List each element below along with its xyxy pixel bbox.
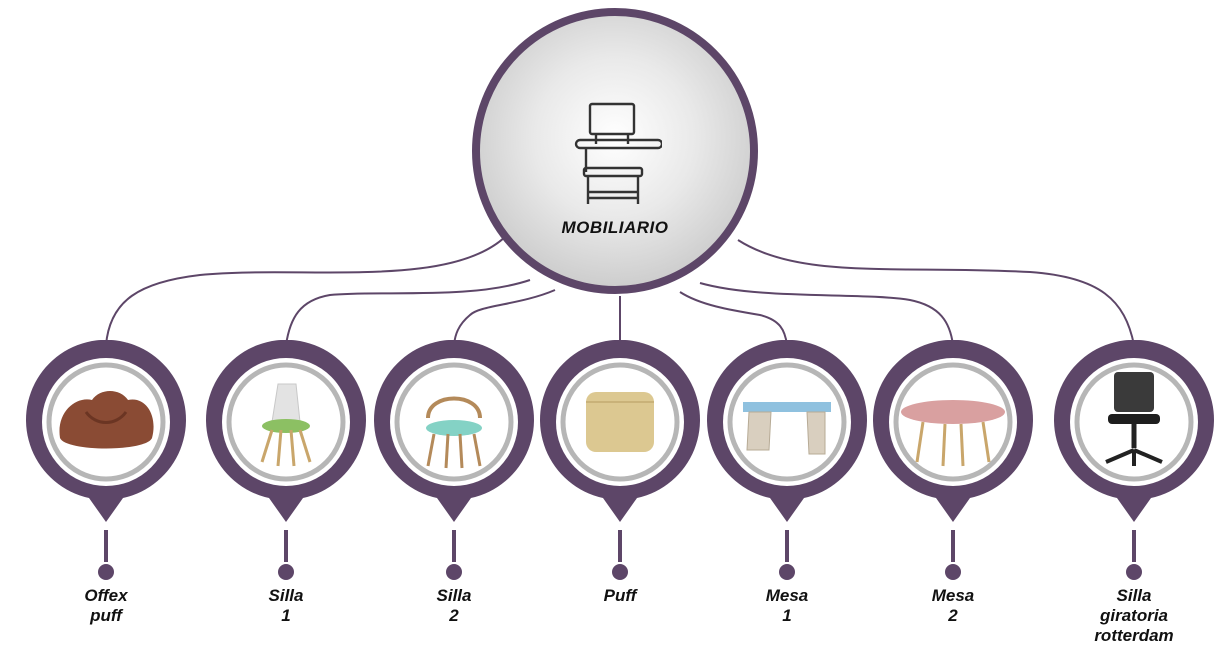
item-label-line: 2 [948,606,958,625]
item-stem [452,530,456,562]
item-pin [707,340,867,522]
item-pin [873,340,1033,522]
school-desk-chair-icon [574,102,662,204]
item-stem [951,530,955,562]
item-pin [206,340,366,522]
connector-mesa-1 [679,291,788,346]
item-pin [374,340,534,522]
item-label-line: 2 [449,606,459,625]
wooden-chair-icon [426,396,482,469]
item-dot [98,564,114,580]
bean-bag-icon [59,391,154,449]
office-swivel-chair-icon [1105,372,1163,466]
item-dot [612,564,628,580]
item-stem [1132,530,1136,562]
hub-node[interactable]: MOBILIARIO [472,8,758,294]
item-label: Puff [517,586,723,606]
item-stem [104,530,108,562]
item-label-line: Mesa [931,586,975,605]
item-label-line: giratoria [1099,606,1169,625]
item-pin [1054,340,1214,522]
item-dot [1126,564,1142,580]
item-label-line: puff [90,606,122,625]
item-stem [618,530,622,562]
connector-silla-1 [285,279,531,346]
desk-icon [743,402,831,455]
item-pin [540,340,700,522]
ottoman-pouf-icon [586,392,654,452]
hub-title: MOBILIARIO [561,218,669,237]
item-label-line: Offex [84,586,128,605]
item-node-puff[interactable]: Puff [537,340,703,605]
item-stem [785,530,789,562]
connector-mesa-2 [699,282,954,346]
item-dot [779,564,795,580]
item-label-line: Silla [1116,586,1152,605]
item-label-line: Puff [603,586,637,605]
item-label-line: 1 [281,606,291,625]
item-stem [284,530,288,562]
item-label-line: Silla [436,586,472,605]
item-dot [278,564,294,580]
item-label-line: Mesa [765,586,809,605]
connector-silla-2 [453,289,556,346]
item-label-line: 1 [782,606,792,625]
round-table-icon [901,400,1005,467]
item-dot [945,564,961,580]
tulip-chair-icon [260,383,312,467]
item-label-line: Silla [268,586,304,605]
connector-silla-giratoria-rotterdam [737,239,1135,346]
item-label-line: rotterdam [1094,626,1174,645]
item-dot [446,564,462,580]
connector-offex-puff [105,235,507,346]
item-pin [26,340,186,522]
